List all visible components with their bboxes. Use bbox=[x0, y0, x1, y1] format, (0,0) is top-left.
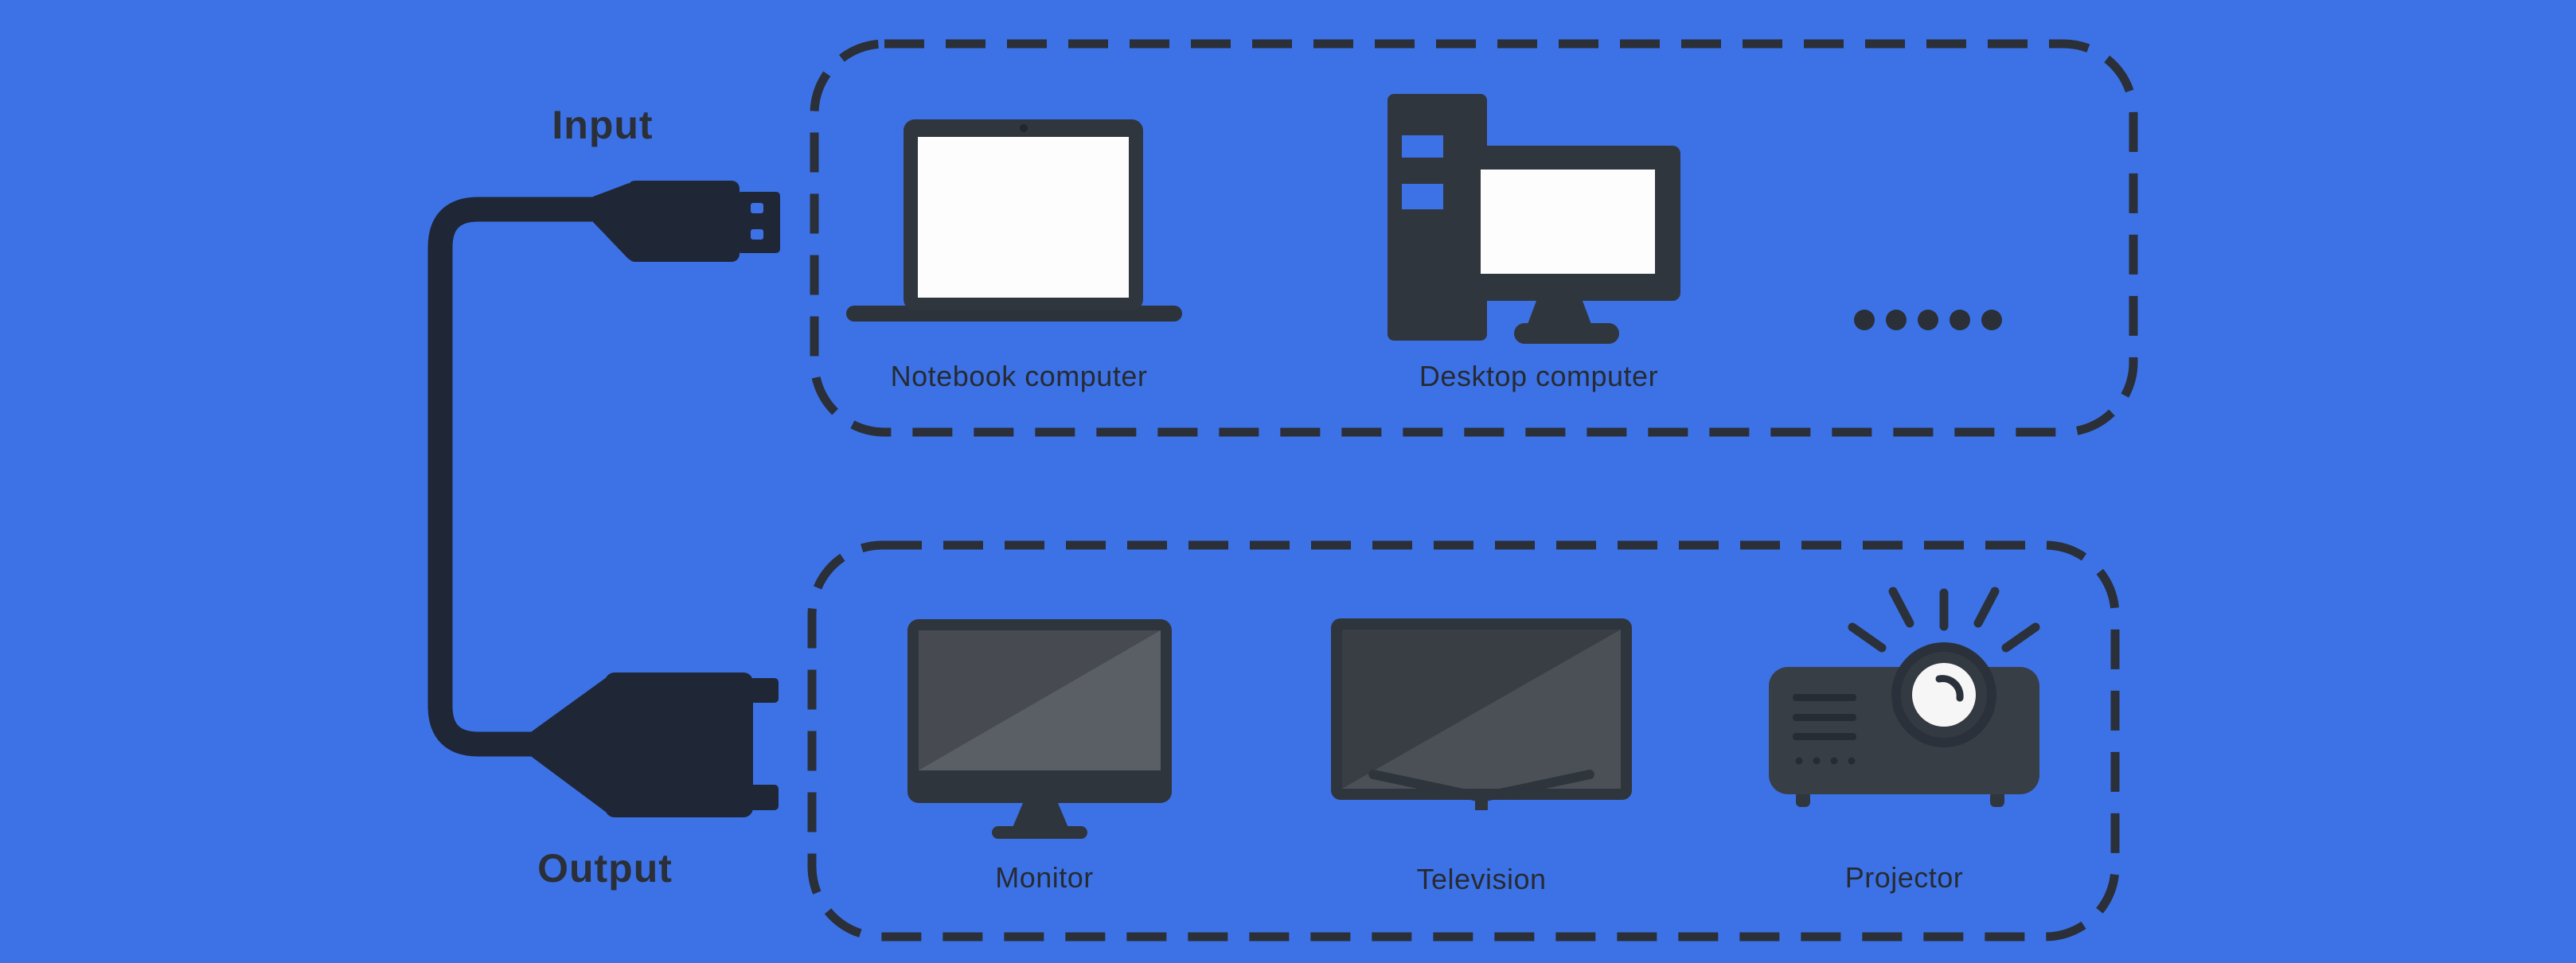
television-icon bbox=[1331, 618, 1632, 810]
output-devices-box bbox=[807, 540, 2120, 942]
projector-lens bbox=[1891, 642, 1996, 747]
notebook-computer-icon bbox=[846, 119, 1182, 322]
desktop-computer-icon bbox=[1388, 94, 1680, 344]
cable-wire bbox=[427, 197, 597, 757]
projector-label: Projector bbox=[1844, 861, 1964, 894]
hdmi-plug-icon bbox=[593, 181, 780, 262]
monitor-icon bbox=[907, 619, 1172, 839]
notebook-computer-label: Notebook computer bbox=[890, 360, 1148, 392]
input-label: Input bbox=[552, 103, 654, 147]
monitor-label: Monitor bbox=[995, 861, 1094, 894]
webcam-dot bbox=[1020, 124, 1028, 132]
output-label: Output bbox=[537, 846, 673, 891]
input-devices-box bbox=[810, 39, 2138, 437]
projector-icon bbox=[1769, 587, 2040, 807]
projector-light-rays bbox=[1848, 587, 2040, 653]
adapter-cable bbox=[427, 181, 780, 817]
television-label: Television bbox=[1416, 863, 1547, 895]
dvi-plug-icon bbox=[532, 673, 779, 817]
desktop-computer-label: Desktop computer bbox=[1419, 360, 1659, 392]
more-devices-ellipsis bbox=[1854, 310, 2002, 330]
projector-vents bbox=[1793, 694, 1856, 765]
